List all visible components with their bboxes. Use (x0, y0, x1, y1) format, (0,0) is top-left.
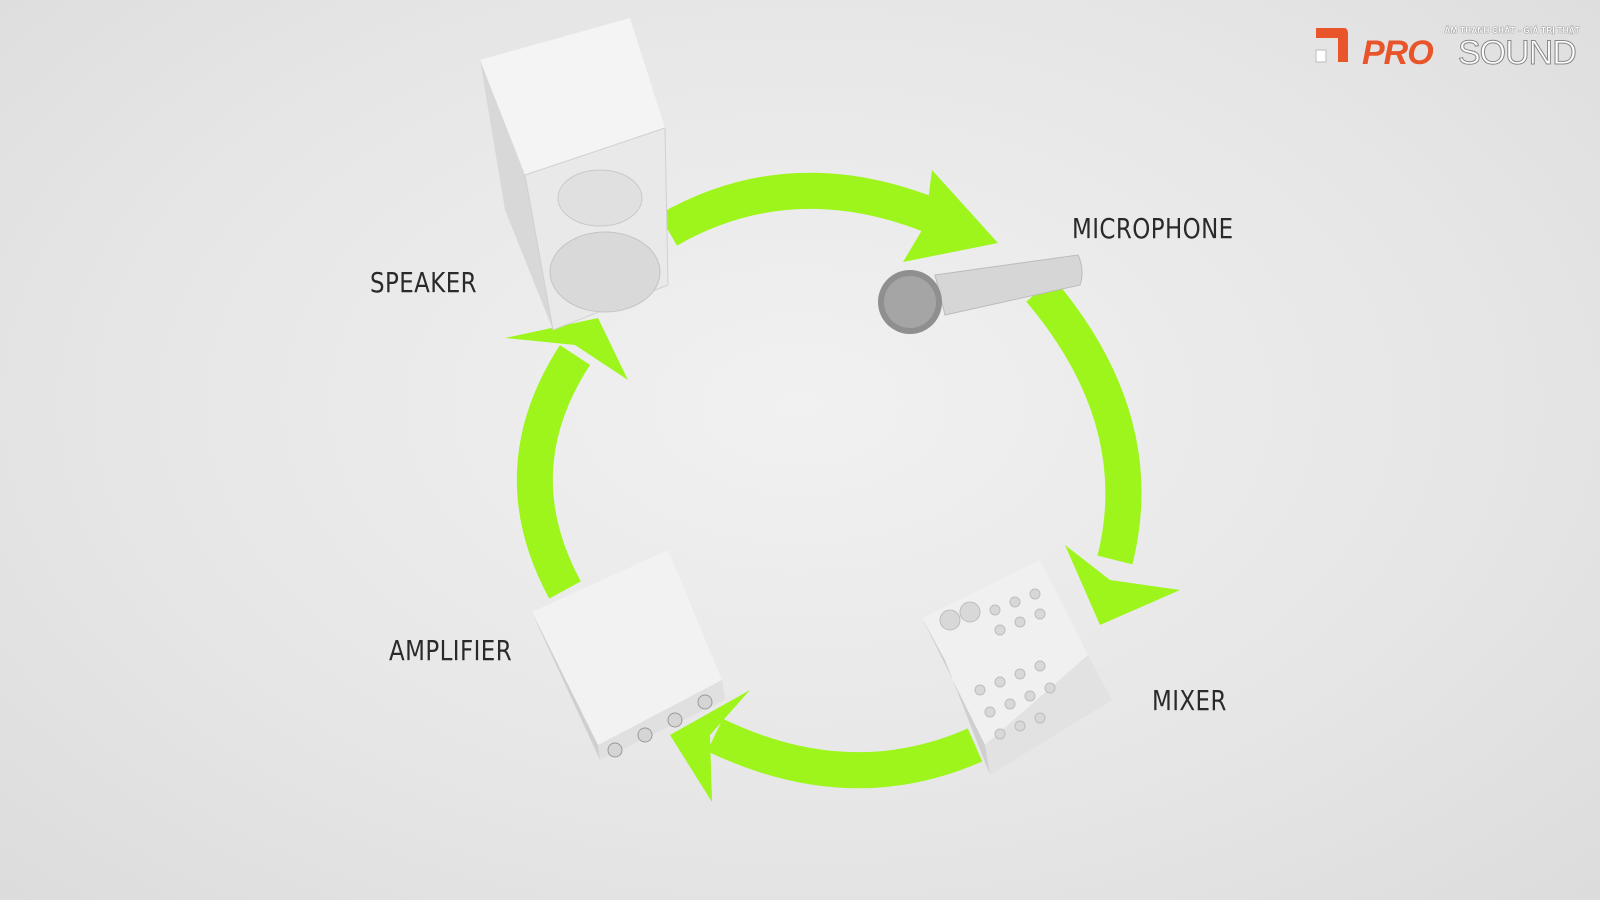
microphone-illustration (878, 254, 1083, 334)
logo-mark-icon (1315, 28, 1348, 63)
arrowhead-amplifier (670, 690, 750, 802)
logo-pro: PRO (1362, 34, 1434, 72)
arrow-amplifier-to-speaker (516, 345, 591, 599)
label-microphone: MICROPHONE (1072, 212, 1234, 245)
arrow-speaker-to-microphone (659, 172, 937, 246)
arrow-microphone-to-mixer (1026, 278, 1142, 565)
speaker-illustration (480, 18, 669, 331)
logo-sound: SOUND (1458, 34, 1578, 73)
prosound-logo: ÂM THANH CHẤT - GIÁ TRỊ THẬT PRO SOUND (1310, 22, 1580, 73)
mixer-illustration (922, 560, 1112, 775)
label-speaker: SPEAKER (370, 266, 478, 299)
label-mixer: MIXER (1152, 684, 1227, 717)
arrowhead-speaker (505, 318, 628, 380)
logo-tagline: ÂM THANH CHẤT - GIÁ TRỊ THẬT (1444, 26, 1580, 35)
arrowhead-microphone (903, 170, 998, 262)
arrow-mixer-to-amplifier (707, 718, 983, 789)
arrowhead-mixer (1065, 545, 1180, 625)
amplifier-illustration (532, 550, 725, 760)
label-amplifier: AMPLIFIER (389, 634, 513, 667)
